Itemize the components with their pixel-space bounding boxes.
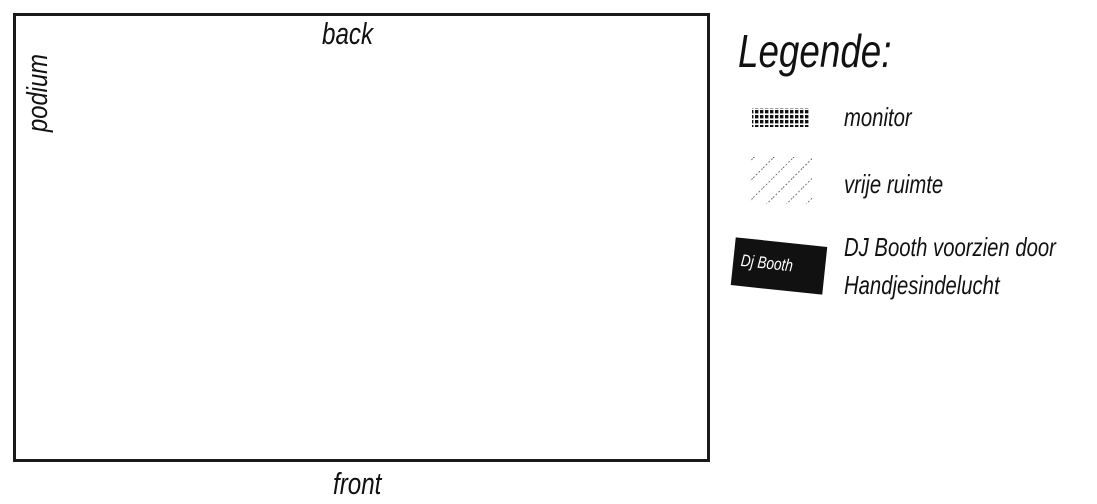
legend-free-space-icon — [750, 157, 812, 204]
legend-label-dj-booth-line1: DJ Booth voorzien door — [844, 232, 1056, 262]
legend-monitor-icon — [752, 108, 809, 127]
legend-label-dj-booth-line2: Handjesindelucht — [844, 270, 1000, 300]
legend-label-monitor: monitor — [844, 102, 912, 132]
front-label: front — [333, 466, 382, 501]
stage-outline — [13, 13, 710, 462]
podium-label: podium — [22, 53, 54, 133]
legend-dj-booth-icon — [730, 237, 828, 295]
legend-label-free-space: vrije ruimte — [844, 169, 944, 199]
legend-title: Legende: — [738, 25, 892, 77]
back-label: back — [322, 16, 374, 51]
